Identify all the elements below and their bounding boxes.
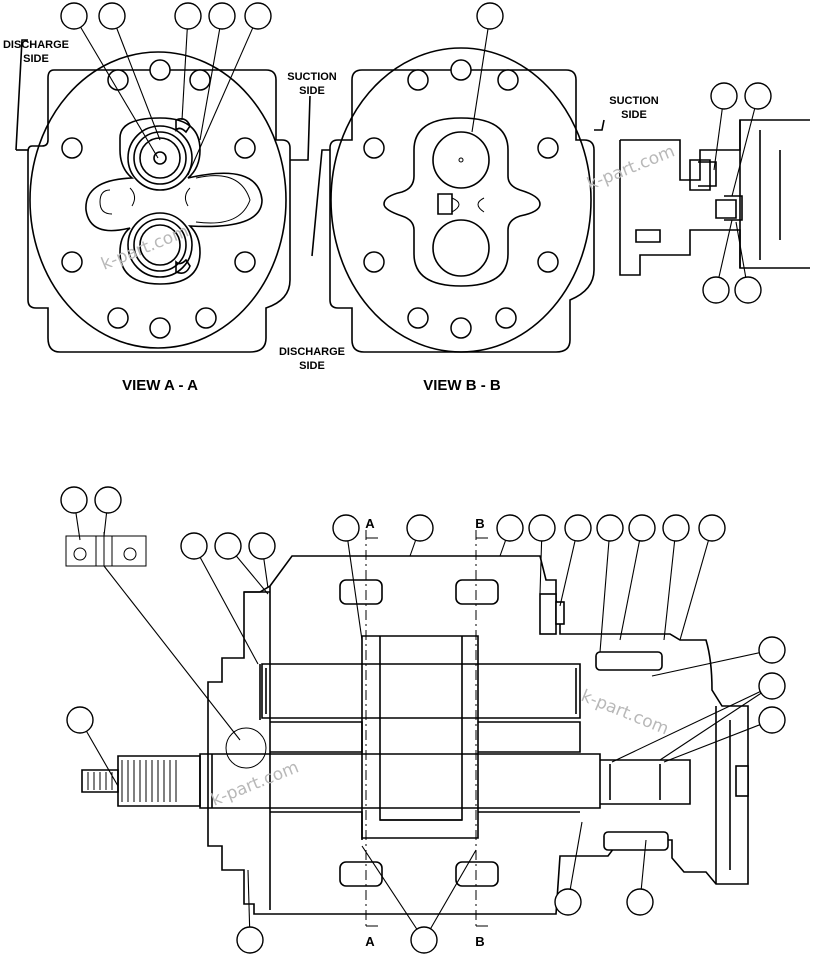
callout-m17 bbox=[758, 706, 786, 734]
callout-a3 bbox=[174, 2, 202, 30]
callout-m21 bbox=[554, 888, 582, 916]
section-b-top: B bbox=[475, 516, 484, 531]
discharge-side-label-a-2: SIDE bbox=[23, 53, 49, 65]
callout-s4 bbox=[734, 276, 762, 304]
view-a-title: VIEW A - A bbox=[122, 377, 198, 394]
callout-m15 bbox=[758, 636, 786, 664]
callout-m1 bbox=[60, 486, 88, 514]
callout-s1 bbox=[710, 82, 738, 110]
callout-m22 bbox=[626, 888, 654, 916]
discharge-side-label-a: DISCHARGE bbox=[3, 39, 69, 51]
suction-side-label-a: SUCTION bbox=[287, 71, 337, 83]
discharge-side-label-b-2: SIDE bbox=[299, 360, 325, 372]
watermark-4: k-part.com bbox=[578, 686, 671, 739]
callout-m8 bbox=[496, 514, 524, 542]
callout-m20 bbox=[410, 926, 438, 954]
callout-m3 bbox=[180, 532, 208, 560]
leader-lines bbox=[73, 15, 773, 941]
view-b-b bbox=[311, 47, 605, 353]
suction-side-label-a-2: SIDE bbox=[299, 85, 325, 97]
callout-m18 bbox=[66, 706, 94, 734]
watermark-2: k-part.com bbox=[584, 141, 677, 194]
callout-m7 bbox=[406, 514, 434, 542]
side-detail bbox=[619, 119, 810, 276]
callout-m16 bbox=[758, 672, 786, 700]
text-labels: DISCHARGE SIDE SUCTION SIDE DISCHARGE SI… bbox=[3, 39, 659, 949]
callout-a1 bbox=[60, 2, 88, 30]
suction-side-label-right-2: SIDE bbox=[621, 109, 647, 121]
callout-m14 bbox=[698, 514, 726, 542]
view-a-a bbox=[15, 39, 311, 353]
callout-m4 bbox=[214, 532, 242, 560]
discharge-side-label-b: DISCHARGE bbox=[279, 346, 345, 358]
section-a-top: A bbox=[365, 516, 375, 531]
section-b-bottom: B bbox=[475, 934, 484, 949]
section-a-bottom: A bbox=[365, 934, 375, 949]
callout-circles bbox=[60, 2, 786, 954]
callout-m19 bbox=[236, 926, 264, 954]
callout-m6 bbox=[332, 514, 360, 542]
callout-m11 bbox=[596, 514, 624, 542]
callout-a5 bbox=[244, 2, 272, 30]
callout-a2 bbox=[98, 2, 126, 30]
callout-m2 bbox=[94, 486, 122, 514]
callout-b1 bbox=[476, 2, 504, 30]
view-b-title: VIEW B - B bbox=[423, 377, 501, 394]
watermarks: k-part.com k-part.com k-part.com k-part.… bbox=[98, 141, 677, 810]
callout-s3 bbox=[702, 276, 730, 304]
callout-m12 bbox=[628, 514, 656, 542]
callout-m9 bbox=[528, 514, 556, 542]
suction-side-label-right: SUCTION bbox=[609, 95, 659, 107]
callout-m10 bbox=[564, 514, 592, 542]
main-section-view bbox=[65, 530, 749, 930]
callout-m13 bbox=[662, 514, 690, 542]
callout-a4 bbox=[208, 2, 236, 30]
callout-m5 bbox=[248, 532, 276, 560]
callout-s2 bbox=[744, 82, 772, 110]
